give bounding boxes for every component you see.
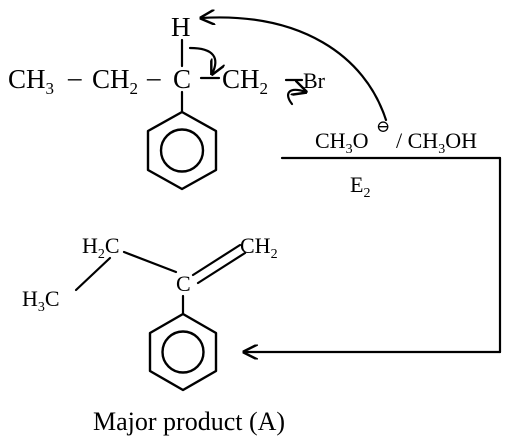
product-ch2-label: CH2 [240,233,278,262]
reactant-beta-hydrogen: H [171,12,191,42]
reactant-ch2-left-label: CH2 [92,64,138,98]
product-aromatic-circle [161,330,205,374]
reactant-molecule: CH3 – CH2 – C H CH2 Br [8,12,326,191]
reagent-methanol-label: / CH3OH [396,128,477,157]
product-double-bond-line-1 [191,243,242,277]
reactant-bromine: Br [303,68,326,93]
product-central-carbon: C [176,271,191,296]
ch-bond-shift-arrow [188,46,215,74]
reactant-benzene-ring [146,110,218,191]
methoxide-charge-symbol: ⊖ [376,117,390,136]
product-ch3-ch2-bond [74,256,112,292]
product-ch2-c-bond [122,250,178,274]
product-h3c-label: H3C [22,286,60,315]
reactant-central-carbon: C [173,64,191,94]
reaction-arrow [244,156,502,352]
reactant-aromatic-circle [159,128,205,173]
reactant-bond-dash-2: – [146,62,161,92]
mechanism-e2-label: E2 [350,172,370,201]
reactant-ch2-right-label: CH2 [222,64,268,98]
reagent-conditions: CH3O ⊖ / CH3OH E2 [315,117,477,201]
product-h2c-label: H2C [82,233,120,262]
reactant-bond-dash-1: – [67,62,82,92]
mechanism-arrows [188,17,388,122]
product-double-bond-line-2 [196,251,247,285]
product-caption: Major product (A) [93,407,285,436]
reagent-methoxide-label: CH3O [315,128,368,157]
product-benzene-ring [148,312,218,392]
leaving-group-arrow [287,90,306,106]
product-molecule: H2C H3C C CH2 Major product (A) [22,233,285,436]
base-attack-arrow [201,17,388,122]
reactant-ch3-label: CH3 [8,64,54,98]
